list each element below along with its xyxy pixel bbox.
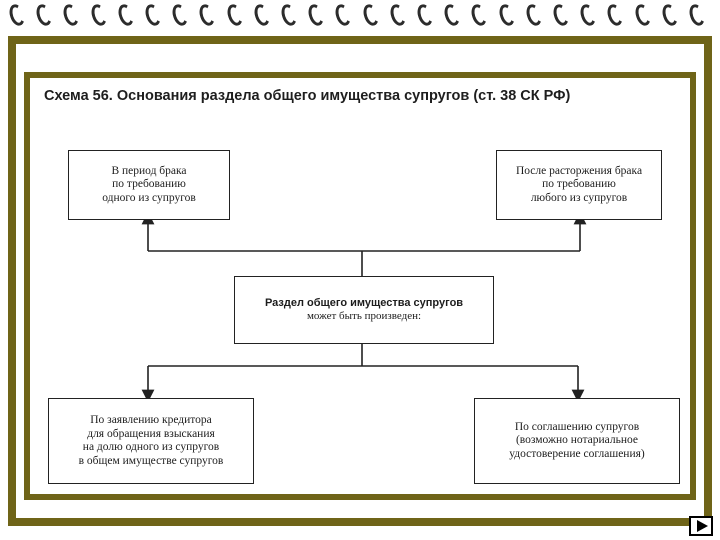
ring-icon	[633, 2, 653, 27]
ring-icon	[89, 2, 109, 27]
box-center-subtitle: может быть произведен:	[307, 310, 421, 324]
box-top-right-line-3: любого из супругов	[531, 192, 627, 206]
ring-icon	[578, 2, 598, 27]
box-bottom-left: По заявлению кредитора для обращения взы…	[48, 398, 254, 484]
box-center: Раздел общего имущества супругов может б…	[234, 276, 494, 344]
ring-icon	[361, 2, 381, 27]
ring-icon	[61, 2, 81, 27]
ring-icon	[170, 2, 190, 27]
spiral-binding-top	[0, 2, 720, 32]
box-top-left-line-3: одного из супругов	[102, 192, 196, 206]
slide-frame-inner: Схема 56. Основания раздела общего имуще…	[24, 72, 696, 500]
ring-icon	[116, 2, 136, 27]
box-bottom-right-line-1: По соглашению супругов	[515, 421, 639, 435]
ring-icon	[415, 2, 435, 27]
next-slide-button[interactable]	[689, 516, 713, 536]
ring-icon	[497, 2, 517, 27]
ring-icon	[551, 2, 571, 27]
ring-icon	[197, 2, 217, 27]
box-bottom-left-line-2: для обращения взыскания	[87, 428, 215, 442]
ring-icon	[687, 2, 707, 27]
ring-icon	[660, 2, 680, 27]
ring-icon	[225, 2, 245, 27]
ring-icon	[252, 2, 272, 27]
box-top-left: В период брака по требованию одного из с…	[68, 150, 230, 220]
box-center-title: Раздел общего имущества супругов	[265, 297, 463, 311]
ring-icon	[524, 2, 544, 27]
box-bottom-left-line-3: на долю одного из супругов	[83, 441, 219, 455]
box-bottom-right-line-3: удостоверение соглашения)	[509, 448, 644, 462]
ring-icon	[333, 2, 353, 27]
box-top-right: После расторжения брака по требованию лю…	[496, 150, 662, 220]
box-bottom-right-line-2: (возможно нотариальное	[516, 434, 638, 448]
box-top-left-line-2: по требованию	[112, 178, 186, 192]
ring-icon	[388, 2, 408, 27]
ring-icon	[605, 2, 625, 27]
box-bottom-left-line-1: По заявлению кредитора	[90, 414, 212, 428]
box-top-right-line-2: по требованию	[542, 178, 616, 192]
ring-icon	[442, 2, 462, 27]
box-top-left-line-1: В период брака	[111, 165, 186, 179]
ring-icon	[469, 2, 489, 27]
ring-icon	[34, 2, 54, 27]
box-bottom-right: По соглашению супругов (возможно нотариа…	[474, 398, 680, 484]
ring-icon	[306, 2, 326, 27]
ring-icon	[279, 2, 299, 27]
slide-frame-outer: Схема 56. Основания раздела общего имуще…	[8, 36, 712, 526]
box-bottom-left-line-4: в общем имуществе супругов	[79, 455, 224, 469]
ring-icon	[7, 2, 27, 27]
ring-icon	[143, 2, 163, 27]
box-top-right-line-1: После расторжения брака	[516, 165, 642, 179]
